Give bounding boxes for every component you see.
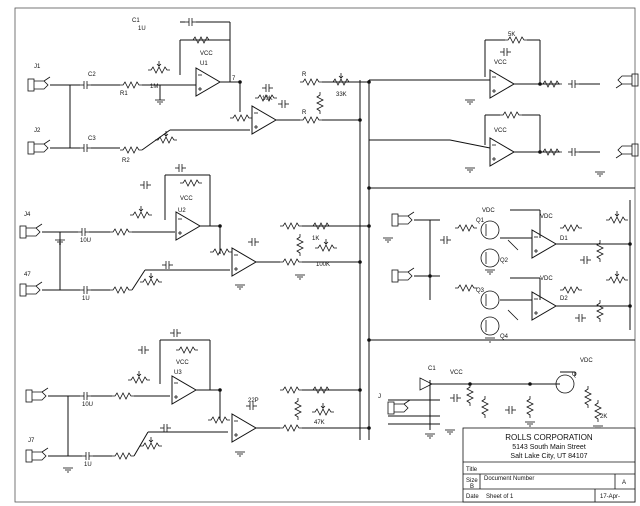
label-vcc-4: VCC xyxy=(494,60,507,66)
label-n1m: 1M xyxy=(150,84,158,90)
label-n10u: 10U xyxy=(80,238,91,244)
label-n22p: 22P xyxy=(248,398,259,404)
label-vcc-6: VCC xyxy=(450,370,463,376)
date-value: 17-Apr- xyxy=(600,494,620,500)
label-q3: Q3 xyxy=(476,288,485,294)
size-label: Size xyxy=(466,478,478,484)
label-j-power: J xyxy=(378,394,381,400)
title-city: Salt Lake City, UT 84107 xyxy=(510,453,587,460)
label-q4: Q4 xyxy=(500,334,509,340)
input-section-2 xyxy=(19,163,369,297)
label-j2: J2 xyxy=(34,128,41,134)
label-c3: C3 xyxy=(88,136,96,142)
label-n47: 47 xyxy=(24,272,31,278)
label-d2: D2 xyxy=(560,296,568,302)
label-n10k: 10K xyxy=(262,96,273,102)
label-vcc: VCC xyxy=(200,51,213,57)
sheet-label: Sheet of 1 xyxy=(486,494,514,500)
label-vcc-2: VCC xyxy=(180,196,193,202)
label-r-a: R xyxy=(302,72,307,78)
label-n10u-2: 10U xyxy=(82,402,93,408)
label-n1k: 1K xyxy=(312,236,319,242)
label-q2: Q2 xyxy=(500,258,509,264)
label-j7: J7 xyxy=(28,438,35,444)
label-j1: J1 xyxy=(34,64,41,70)
output-section xyxy=(449,36,639,177)
docnum-label: Document Number xyxy=(484,476,534,482)
label-vdc-3: VDC xyxy=(540,276,553,282)
label-vcc-5: VCC xyxy=(494,128,507,134)
label-u3: U3 xyxy=(174,370,182,376)
label-c1: C1 xyxy=(132,18,140,24)
label-j4: J4 xyxy=(24,212,31,218)
compander-section xyxy=(382,200,631,343)
label-u1: U1 xyxy=(200,61,208,67)
power-section xyxy=(387,371,604,439)
label-c1-b: C1 xyxy=(428,366,436,372)
label-vdc: VDC xyxy=(482,208,495,214)
label-n47k: 47K xyxy=(314,420,325,426)
label-vdc-2: VDC xyxy=(540,214,553,220)
junction-dots xyxy=(218,80,632,430)
label-n100k: 100K xyxy=(316,262,330,268)
label-d1: D1 xyxy=(560,236,568,242)
page-border xyxy=(14,7,636,503)
label-u2: U2 xyxy=(178,208,186,214)
label-r1: R1 xyxy=(120,91,128,97)
label-n1u-3: 1U xyxy=(84,462,92,468)
input-section-1 xyxy=(27,17,369,155)
label-n5k: 5K xyxy=(508,32,515,38)
component-labels: C1 1U VCC R1 C2 J1 J2 C3 R2 7 1M U1 R R … xyxy=(24,18,607,468)
rev-value: A xyxy=(622,480,626,486)
title-block: ROLLS CORPORATION 5143 South Main Street… xyxy=(462,427,636,503)
label-vcc-3: VCC xyxy=(176,360,189,366)
size-value: B xyxy=(470,484,474,490)
input-section-3 xyxy=(25,328,369,473)
label-r2: R2 xyxy=(122,158,130,164)
label-n1u-2: 1U xyxy=(82,296,90,302)
label-q1: Q1 xyxy=(476,218,485,224)
date-label: Date xyxy=(466,494,479,500)
label-c2: C2 xyxy=(88,72,96,78)
title-company: ROLLS CORPORATION xyxy=(505,433,593,442)
label-vdc-4: VDC xyxy=(580,358,593,364)
label-n7: 7 xyxy=(232,76,236,82)
title-address: 5143 South Main Street xyxy=(512,444,586,451)
label-r-b: R xyxy=(302,110,307,116)
title-label: Title xyxy=(466,467,478,473)
label-n1u: 1U xyxy=(138,26,146,32)
label-n2k: 2K xyxy=(600,414,607,420)
label-q-power: Q xyxy=(572,372,577,378)
label-n33k: 33K xyxy=(336,92,347,98)
